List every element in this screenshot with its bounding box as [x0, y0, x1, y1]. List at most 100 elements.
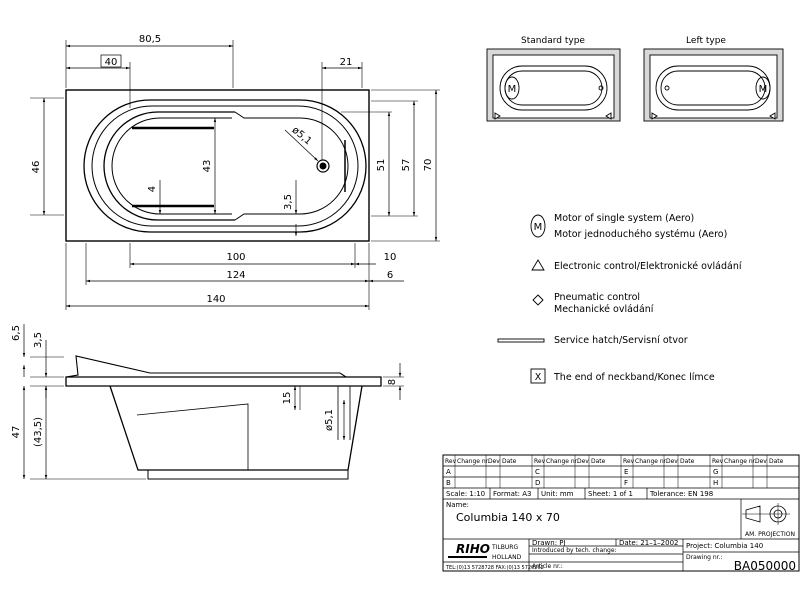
format-value: Format: A3	[493, 490, 532, 498]
rev-header-dev-3: Dev	[666, 458, 678, 465]
company-country: HOLLAND	[492, 554, 522, 561]
variant-standard	[486, 48, 621, 122]
left-type-label: Left type	[686, 36, 726, 46]
dim-140: 140	[206, 294, 225, 305]
rev-header-rev-2: Rev	[534, 458, 546, 465]
side-rim	[65, 376, 382, 387]
dim-6: 6	[387, 270, 393, 281]
drawing-number: BA050000	[734, 559, 796, 573]
scale-value: Scale: 1:10	[446, 490, 485, 498]
projection-label: AM. PROJECTION	[745, 531, 795, 538]
rev-letter-b: B	[446, 479, 451, 487]
side-seat	[136, 403, 249, 470]
rev-header-rev-1: Rev	[445, 458, 457, 465]
dim-51: 51	[376, 159, 387, 172]
riho-logo: RIHO	[456, 542, 490, 556]
projection-symbol	[742, 503, 790, 525]
extension-lines-top	[65, 40, 363, 160]
side-body	[109, 385, 363, 471]
legend-hatch-icon	[497, 338, 545, 343]
tub-basin-inner-2	[111, 117, 232, 215]
rev-letter-g: G	[713, 468, 718, 476]
company-city: TILBURG	[491, 544, 518, 551]
variant-left-motor	[755, 76, 771, 100]
legend-pneumatic-line1: Pneumatic control	[554, 292, 640, 303]
legend-motor-line2: Motor jednoduchého systému (Aero)	[554, 229, 727, 240]
dim-57: 57	[401, 159, 412, 172]
variant-standard-markers	[494, 112, 612, 120]
rev-header-change-4: Change nr.	[724, 458, 757, 465]
legend-diamond-icon	[532, 294, 544, 306]
tub-basin-rim	[91, 105, 359, 227]
rev-letter-h: H	[713, 479, 718, 487]
projection-cone	[745, 505, 761, 523]
legend-electronic: Electronic control/Elektronické ovládání	[554, 261, 742, 272]
variant-left	[643, 48, 784, 122]
dim-46: 46	[31, 161, 42, 174]
variant-standard-tub	[492, 54, 615, 119]
legend-motor-line1: Motor of single system (Aero)	[554, 213, 694, 224]
grip-lines	[132, 126, 214, 208]
legend-neckband-mark: X	[535, 372, 542, 383]
variant-standard-frame	[486, 48, 621, 122]
dim-70: 70	[423, 159, 434, 172]
variant-standard-motor-mark: M	[508, 84, 517, 95]
sheet-value: Sheet: 1 of 1	[588, 490, 633, 498]
tub-basin-inner	[103, 111, 235, 221]
dim-124: 124	[226, 270, 245, 281]
dim-100: 100	[226, 252, 245, 263]
rev-header-dev-1: Dev	[488, 458, 500, 465]
standard-type-label: Standard type	[521, 36, 585, 46]
dim-4: 4	[147, 186, 158, 192]
variant-standard-drain	[598, 85, 604, 91]
legend-hatch: Service hatch/Servisní otvor	[554, 335, 688, 346]
side-overflow	[337, 386, 351, 440]
variant-left-drain	[664, 85, 670, 91]
rev-header-rev-4: Rev	[712, 458, 724, 465]
rev-letter-c: C	[535, 468, 540, 476]
introduced-by: Introduced by tech. change:	[532, 547, 617, 554]
top-view-dimension-lines	[42, 44, 438, 308]
side-dim-43-5: (43,5)	[33, 417, 44, 447]
variant-left-basin-inner	[660, 70, 766, 106]
legend-motor-mark: M	[534, 222, 543, 233]
rev-header-date-4: Date	[769, 458, 784, 465]
rev-header-date-1: Date	[502, 458, 517, 465]
side-dim-6-5: 6,5	[11, 325, 22, 341]
legend-neckband-icon	[530, 368, 546, 384]
extension-lines-side	[30, 89, 440, 242]
rev-letter-a: A	[446, 468, 451, 476]
rev-header-date-3: Date	[680, 458, 695, 465]
side-dim-diameter-5-1: ø5,1	[324, 409, 335, 431]
rev-letter-e: E	[624, 468, 628, 476]
rev-letter-f: F	[624, 479, 628, 487]
variant-left-motor-mark: M	[759, 84, 768, 95]
side-dim-3-5: 3,5	[33, 332, 44, 348]
dim-43: 43	[202, 160, 213, 173]
title-block-rev-columns	[454, 455, 768, 488]
tub-outline	[65, 89, 370, 242]
project-name: Project: Columbia 140	[686, 542, 763, 550]
top-view	[30, 40, 440, 310]
dim-40: 40	[105, 57, 118, 68]
side-headrest	[65, 355, 347, 378]
unit-value: Unit: mm	[541, 490, 574, 498]
product-name: Columbia 140 x 70	[456, 511, 560, 524]
extension-lines-bottom	[65, 243, 370, 310]
side-dim-15: 15	[282, 392, 293, 405]
variant-left-markers	[651, 112, 776, 120]
legend-motor-icon	[530, 214, 546, 238]
side-view-dimension-lines	[22, 324, 402, 479]
rev-header-dev-2: Dev	[577, 458, 589, 465]
rev-header-dev-4: Dev	[755, 458, 767, 465]
drain-inner	[319, 162, 327, 170]
side-dim-47: 47	[11, 426, 22, 439]
side-view	[30, 355, 404, 480]
variant-standard-basin	[499, 65, 608, 111]
legend-neckband: The end of neckband/Konec límce	[553, 372, 715, 383]
legend-pneumatic-line2: Mechanické ovládání	[554, 304, 654, 315]
rev-header-date-2: Date	[591, 458, 606, 465]
tub-seat	[234, 111, 349, 221]
dim-10: 10	[384, 252, 397, 263]
